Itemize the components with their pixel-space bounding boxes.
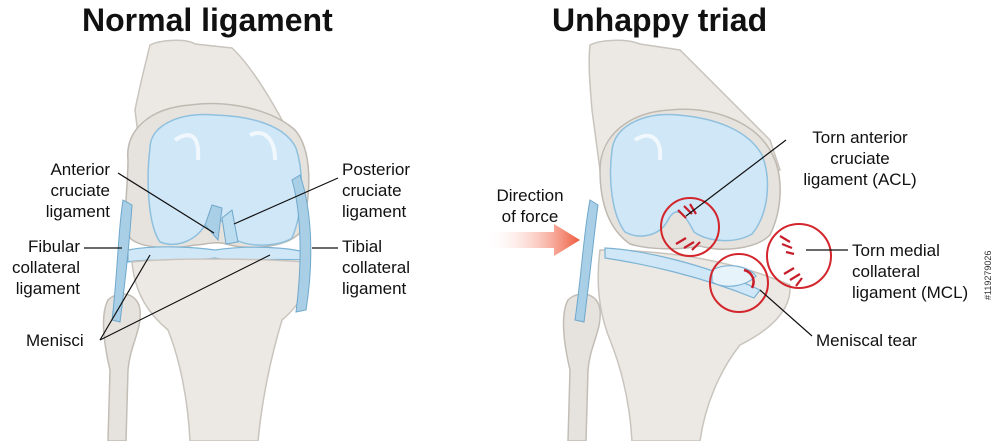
left-panel-title: Normal ligament xyxy=(82,2,333,38)
tibia xyxy=(131,258,308,441)
label-direction-of-force: Direction of force xyxy=(496,186,564,226)
femoral-cartilage xyxy=(147,113,303,246)
right-leader-lines xyxy=(685,139,848,337)
fibular-collateral-ligament xyxy=(111,199,133,323)
normal-knee xyxy=(84,39,339,441)
tibial-collateral-ligament xyxy=(291,174,312,313)
label-torn-mcl: Torn medial collateral ligament (MCL) xyxy=(852,241,969,302)
stock-id: #119279026 xyxy=(983,250,993,300)
label-meniscal-tear: Meniscal tear xyxy=(816,331,918,350)
tibia-right xyxy=(597,249,791,441)
lateral-collateral-right xyxy=(574,199,599,323)
torn-mcl-fibers xyxy=(779,235,803,287)
acl xyxy=(204,204,223,242)
fibula xyxy=(102,293,141,441)
femoral-cartilage-right xyxy=(609,113,769,242)
label-torn-acl: Torn anterior cruciate ligament (ACL) xyxy=(803,128,917,189)
meniscus-tear-mark xyxy=(743,268,755,289)
right-panel-title: Unhappy triad xyxy=(552,2,768,38)
force-arrow xyxy=(484,224,580,256)
fibula-right xyxy=(562,293,601,441)
label-posterior-cruciate-ligament: Posterior cruciate ligament xyxy=(342,160,411,221)
pcl xyxy=(221,209,239,245)
left-leader-lines xyxy=(84,172,339,341)
label-menisci: Menisci xyxy=(26,331,84,350)
label-tibial-collateral-ligament: Tibial collateral ligament xyxy=(342,237,411,298)
label-fibular-collateral-ligament: Fibular collateral ligament xyxy=(11,237,80,298)
injured-knee xyxy=(484,39,848,441)
label-anterior-cruciate-ligament: Anterior cruciate ligament xyxy=(45,160,110,221)
injury-circles xyxy=(660,197,832,313)
